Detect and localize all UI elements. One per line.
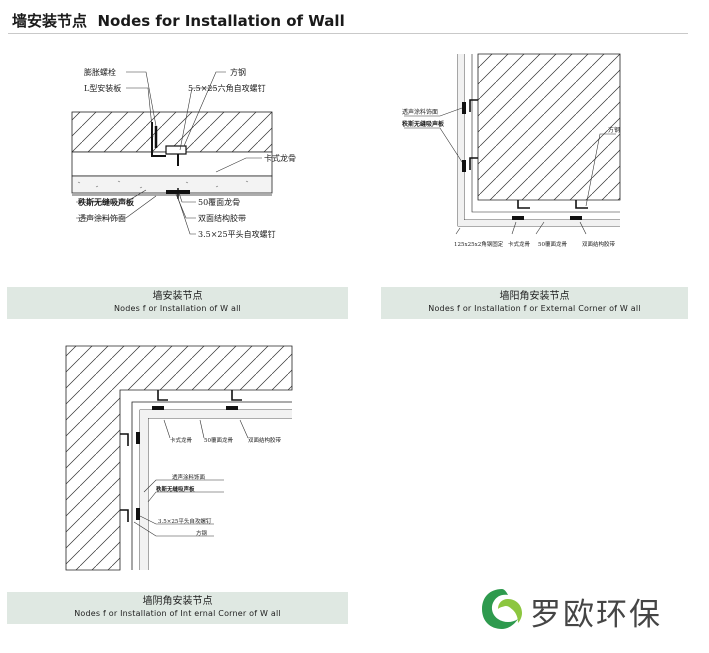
caption-wall: 墙安装节点 Nodes f or Installation of W all xyxy=(7,287,348,319)
wall-node-diagram: 膨胀螺栓 L型安装板 5.5×25六角自攻螺钉 方钢 卡式龙骨 秩斯无缝吸声板 … xyxy=(71,67,296,239)
caption-external-cn: 墙阳角安装节点 xyxy=(499,291,570,302)
label-expansion-bolt: 膨胀螺栓 xyxy=(84,67,116,77)
int-label-clip-keel: 卡式龙骨 xyxy=(170,436,193,444)
caption-internal: 墙阴角安装节点 Nodes f or Installation of Int e… xyxy=(7,592,348,624)
label-clip-keel: 卡式龙骨 xyxy=(264,153,296,163)
ext-label-seamless-board: 秩斯无缝吸声板 xyxy=(402,120,445,128)
label-steel-square: 方钢 xyxy=(230,67,246,77)
page-title-en: Nodes for Installation of Wall xyxy=(97,12,345,30)
concrete-wall xyxy=(71,111,273,153)
brand-leaf-icon xyxy=(482,589,522,629)
ext-label-keel-50: 50覆面龙骨 xyxy=(538,240,567,248)
ext-label-corner-fix: 125x25x2角钢固定 xyxy=(454,240,504,248)
brand-logo: 罗欧环保 xyxy=(478,583,693,639)
label-double-tape: 双面结构胶带 xyxy=(198,213,246,223)
ext-label-steel-square: 方钢 xyxy=(608,126,620,134)
title-divider xyxy=(8,33,688,34)
page-title-cn: 墙安装节点 xyxy=(12,12,88,30)
label-seamless-board: 秩斯无缝吸声板 xyxy=(78,197,135,207)
ext-label-clip-keel: 卡式龙骨 xyxy=(508,240,531,248)
page-title: 墙安装节点 Nodes for Installation of Wall xyxy=(12,10,345,31)
internal-corner-diagram: 卡式龙骨 50覆面龙骨 双面结构胶带 透声涂料饰面 秩斯无缝吸声板 3.5×25… xyxy=(65,345,293,571)
int-label-steel-square: 方钢 xyxy=(196,529,208,537)
label-hex-screw: 5.5×25六角自攻螺钉 xyxy=(188,83,266,93)
brand-name: 罗欧环保 xyxy=(530,597,662,633)
ext-label-double-tape: 双面结构胶带 xyxy=(582,240,616,248)
concrete-corner-internal xyxy=(65,345,293,571)
caption-external-en: Nodes f or Installation f or External Co… xyxy=(428,304,641,313)
caption-internal-cn: 墙阴角安装节点 xyxy=(142,596,213,607)
int-label-double-tape: 双面结构胶带 xyxy=(248,436,282,444)
label-acoustic-coating: 透声涂料饰面 xyxy=(78,213,126,223)
ext-label-acoustic-coating: 透声涂料饰面 xyxy=(402,108,438,116)
label-l-bracket: L型安装板 xyxy=(84,83,121,93)
int-label-seamless-board: 秩斯无缝吸声板 xyxy=(156,485,195,493)
steel-square xyxy=(165,145,187,155)
external-corner-diagram: 透声涂料饰面 秩斯无缝吸声板 方钢 125x25x2角钢固定 卡式龙骨 50覆面… xyxy=(402,53,621,248)
int-label-keel-50: 50覆面龙骨 xyxy=(204,436,233,444)
caption-internal-en: Nodes f or Installation of Int ernal Cor… xyxy=(74,609,281,618)
l-bracket xyxy=(151,122,166,157)
concrete-corner xyxy=(477,53,621,201)
label-keel-50: 50覆面龙骨 xyxy=(198,197,240,207)
int-label-flat-screw: 3.5×25平头自攻螺钉 xyxy=(158,517,212,525)
caption-external: 墙阳角安装节点 Nodes f or Installation f or Ext… xyxy=(381,287,688,319)
int-label-acoustic-coating: 透声涂料饰面 xyxy=(172,473,206,481)
caption-wall-en: Nodes f or Installation of W all xyxy=(114,304,241,313)
label-flat-screw: 3.5×25平头自攻螺钉 xyxy=(198,229,276,239)
caption-wall-cn: 墙安装节点 xyxy=(152,291,203,302)
clip-keel-layer xyxy=(71,151,273,177)
